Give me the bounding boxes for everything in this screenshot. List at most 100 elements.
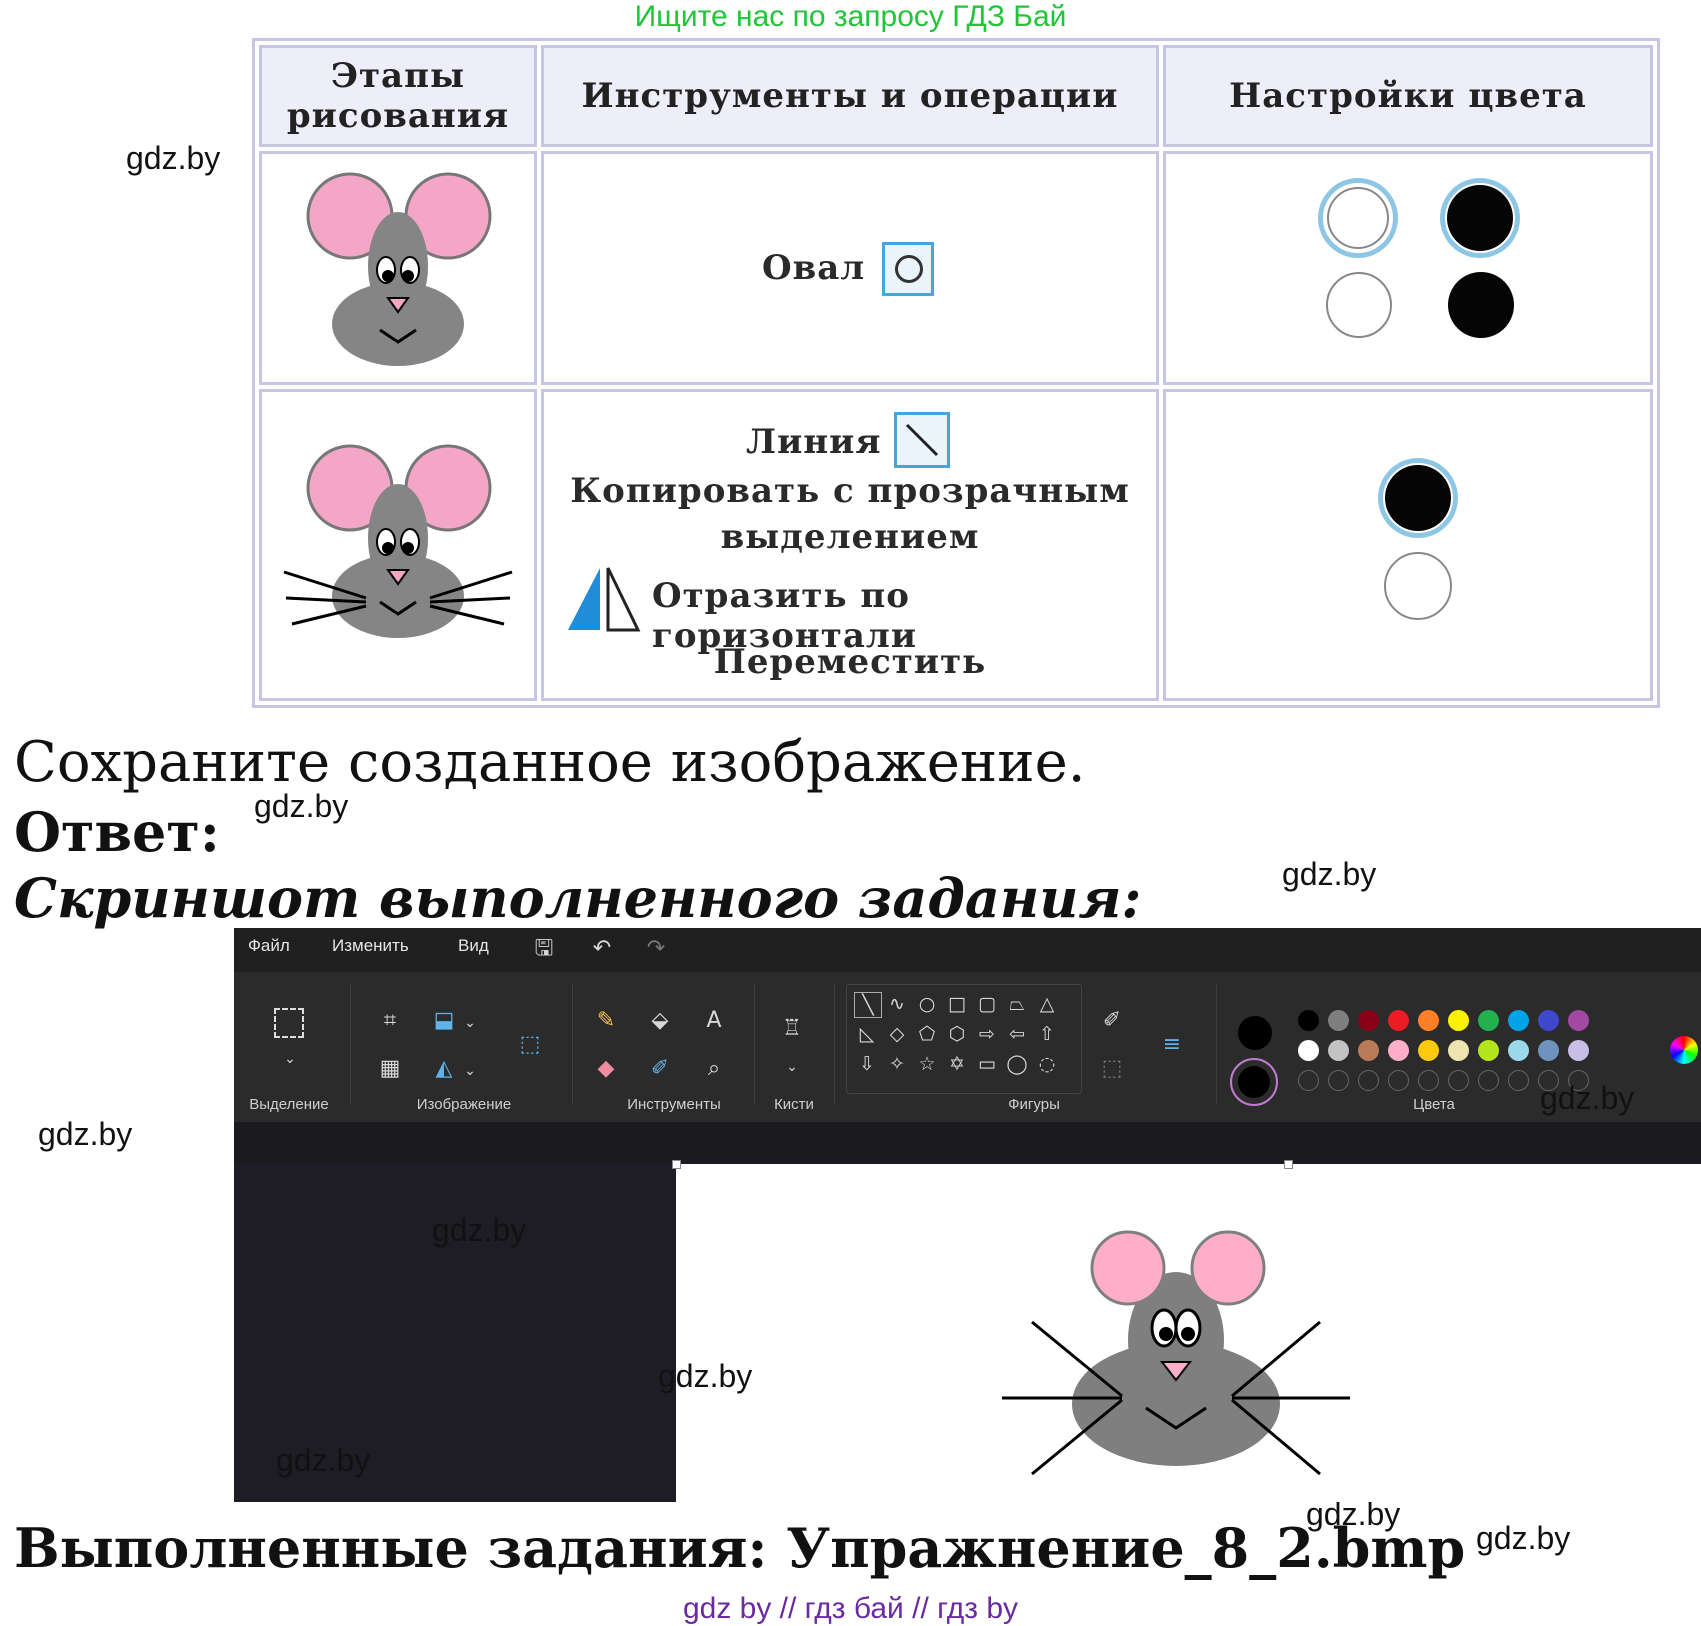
star6-shape-icon[interactable]: ✡ xyxy=(949,1053,965,1075)
triangle-shape-icon[interactable]: △ xyxy=(1039,993,1055,1015)
callout-rect-shape-icon[interactable]: ▭ xyxy=(978,1053,996,1075)
color-picker-icon[interactable]: ✐ xyxy=(650,1056,670,1081)
empty-color-slot[interactable] xyxy=(1478,1070,1499,1091)
redo-icon[interactable]: ↷ xyxy=(646,936,666,961)
resize-handle[interactable] xyxy=(672,1160,681,1169)
callout-cloud-shape-icon[interactable]: ◌ xyxy=(1038,1053,1056,1075)
op-copy-transparent: Копировать с прозрачным выделением xyxy=(570,471,1130,557)
color-swatch[interactable] xyxy=(1358,1010,1379,1031)
op-flip-horizontal: Отразить по горизонтали xyxy=(652,576,918,656)
menu-file[interactable]: Файл xyxy=(248,936,290,955)
group-label-tools: Инструменты xyxy=(627,1096,721,1113)
hexagon-shape-icon[interactable]: ⬡ xyxy=(948,1023,966,1045)
fill-shape-icon[interactable]: ⬚ xyxy=(1101,1056,1123,1081)
oval-shape-icon[interactable]: ○ xyxy=(918,993,936,1015)
right-triangle-shape-icon[interactable]: ◺ xyxy=(859,1023,875,1045)
color-swatch[interactable] xyxy=(1478,1040,1499,1061)
stage-2-image-cell xyxy=(259,389,537,701)
eraser-icon[interactable]: ◆ xyxy=(597,1056,615,1081)
chevron-down-icon[interactable]: ⌄ xyxy=(284,1051,296,1067)
empty-color-slot[interactable] xyxy=(1418,1070,1439,1091)
arrow-down-shape-icon[interactable]: ⇩ xyxy=(859,1053,875,1075)
empty-color-slot[interactable] xyxy=(1298,1070,1319,1091)
resize-handle[interactable] xyxy=(1284,1160,1293,1169)
divider xyxy=(754,984,755,1104)
curve-shape-icon[interactable]: ∿ xyxy=(889,993,905,1015)
color-swatch[interactable] xyxy=(1388,1010,1409,1031)
rounded-rectangle-shape-icon[interactable]: ▢ xyxy=(978,993,996,1015)
color-swatch[interactable] xyxy=(1418,1010,1439,1031)
color-swatch[interactable] xyxy=(1358,1040,1379,1061)
arrow-left-shape-icon[interactable]: ⇦ xyxy=(1009,1023,1025,1045)
edit-colors-icon[interactable] xyxy=(1670,1036,1698,1064)
diamond-shape-icon[interactable]: ◇ xyxy=(889,1023,905,1045)
chevron-down-icon[interactable]: ⌄ xyxy=(464,1015,476,1031)
menu-edit[interactable]: Изменить xyxy=(332,936,409,955)
empty-color-slot[interactable] xyxy=(1538,1070,1559,1091)
empty-color-slot[interactable] xyxy=(1508,1070,1529,1091)
undo-icon[interactable]: ↶ xyxy=(592,936,612,961)
color-swatch[interactable] xyxy=(1298,1040,1319,1061)
magnifier-icon[interactable]: ⌕ xyxy=(707,1056,721,1081)
polygon-shape-icon[interactable]: ⏢ xyxy=(1009,993,1025,1015)
color-swatch[interactable] xyxy=(1298,1010,1319,1031)
color-swatch[interactable] xyxy=(1538,1040,1559,1061)
save-icon[interactable]: 🖫 xyxy=(534,936,554,961)
primary-color-swatch[interactable] xyxy=(1238,1016,1272,1050)
drawing-canvas[interactable] xyxy=(676,1164,1701,1502)
text-icon[interactable]: A xyxy=(706,1008,722,1033)
empty-color-slot[interactable] xyxy=(1388,1070,1409,1091)
empty-color-slot[interactable] xyxy=(1568,1070,1589,1091)
image-select-icon[interactable]: ⬚ xyxy=(519,1032,541,1057)
arrow-right-shape-icon[interactable]: ⇨ xyxy=(979,1023,995,1045)
color-swatch[interactable] xyxy=(1388,1040,1409,1061)
outline-icon[interactable]: ✐ xyxy=(1102,1008,1122,1033)
line-size-icon[interactable]: ≡ xyxy=(1162,1032,1182,1057)
empty-color-slot[interactable] xyxy=(1448,1070,1469,1091)
color-swatch[interactable] xyxy=(1568,1010,1589,1031)
divider xyxy=(572,984,573,1104)
pencil-icon[interactable]: ✎ xyxy=(596,1008,616,1033)
color-swatch[interactable] xyxy=(1328,1010,1349,1031)
chevron-down-icon[interactable]: ⌄ xyxy=(786,1059,798,1075)
arrow-up-shape-icon[interactable]: ⇧ xyxy=(1039,1023,1055,1045)
empty-color-slot[interactable] xyxy=(1328,1070,1349,1091)
header-tools: Инструменты и операции xyxy=(541,45,1159,147)
remove-background-icon[interactable]: ▦ xyxy=(379,1056,401,1081)
star5-shape-icon[interactable]: ☆ xyxy=(918,1053,936,1075)
rectangle-shape-icon[interactable]: □ xyxy=(948,993,966,1015)
line-shape-icon[interactable]: ╲ xyxy=(854,992,882,1018)
color-swatch[interactable] xyxy=(1538,1010,1559,1031)
group-label-brushes: Кисти xyxy=(774,1096,814,1113)
empty-color-slot[interactable] xyxy=(1358,1070,1379,1091)
chevron-down-icon[interactable]: ⌄ xyxy=(464,1063,476,1079)
color-swatch[interactable] xyxy=(1478,1010,1499,1031)
color-swatch[interactable] xyxy=(1448,1040,1469,1061)
color-swatch[interactable] xyxy=(1508,1040,1529,1061)
secondary-color-swatch[interactable] xyxy=(1238,1066,1270,1098)
color-swatch[interactable] xyxy=(1568,1040,1589,1061)
secondary-color-ring[interactable] xyxy=(1230,1058,1278,1106)
group-label-image: Изображение xyxy=(416,1096,512,1113)
resize-icon[interactable]: ⬓ xyxy=(433,1008,455,1033)
crop-icon[interactable]: ⌗ xyxy=(383,1008,397,1033)
brush-icon[interactable]: ♖ xyxy=(782,1016,802,1041)
color-swatch[interactable] xyxy=(1508,1010,1529,1031)
group-label-selection: Выделение xyxy=(249,1096,329,1113)
star4-shape-icon[interactable]: ✧ xyxy=(889,1053,905,1075)
selection-icon[interactable] xyxy=(274,1008,304,1038)
color-swatch[interactable] xyxy=(1418,1040,1439,1061)
rotate-icon[interactable]: ◭ xyxy=(435,1056,453,1081)
pentagon-shape-icon[interactable]: ⬠ xyxy=(918,1023,936,1045)
top-banner: Ищите нас по запросу ГДЗ Бай xyxy=(634,0,1067,33)
canvas-top-strip xyxy=(234,1122,1701,1164)
header-colors: Настройки цвета xyxy=(1163,45,1653,147)
fill-icon[interactable]: ⬙ xyxy=(651,1008,669,1033)
color-swatch[interactable] xyxy=(1448,1010,1469,1031)
mouse-stage-1-image xyxy=(306,172,492,366)
menu-view[interactable]: Вид xyxy=(458,936,489,955)
stage-2-ops-cell: Линия Копировать с прозрачным выделением… xyxy=(541,389,1159,701)
callout-oval-shape-icon[interactable]: ◯ xyxy=(1006,1053,1028,1075)
color-swatch[interactable] xyxy=(1328,1040,1349,1061)
steps-table: Этапы рисования Инструменты и операции Н… xyxy=(252,38,1660,708)
